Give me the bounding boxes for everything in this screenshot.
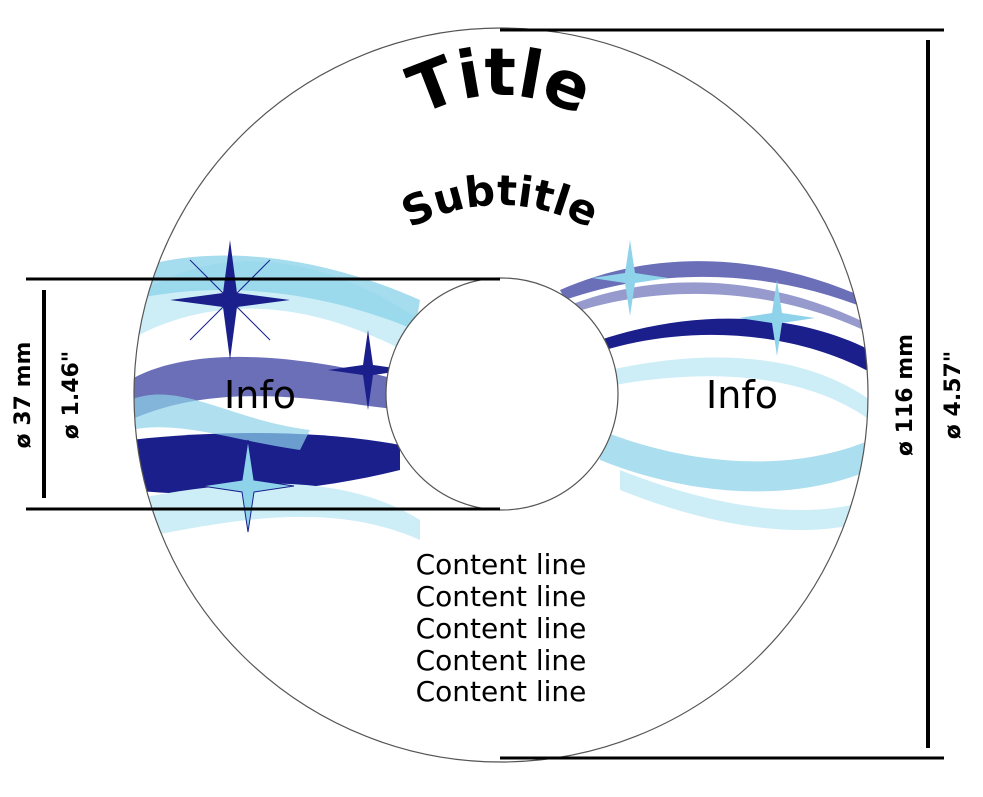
wave-right-navy [600,318,869,372]
disc-subtitle: Subtitle [394,166,606,238]
disc-outer-outline [133,27,869,763]
content-line: Content line [416,675,587,708]
content-line: Content line [416,612,587,645]
wave-left-pale-2 [134,483,420,540]
info-left: Info [224,373,296,417]
inner-dimension-guide [26,277,500,511]
disc-title-path: Title [398,34,603,130]
sparkle-icon [328,330,408,410]
wave-left-purple [134,356,400,420]
wave-right-purple-1 [560,261,869,310]
sparkle-icon [592,240,668,316]
content-line: Content line [416,644,587,677]
sparkle-icon [201,439,295,533]
sparkle-icon [170,240,290,360]
disc-title: Title [398,34,603,130]
outer-diameter-mm: ø 116 mm [893,334,918,456]
wave-left-sky-2 [134,394,310,450]
wave-right-pale-1 [610,357,869,420]
disc-subtitle-path: Subtitle [394,166,606,238]
inner-diameter-mm: ø 37 mm [11,342,36,449]
sparkle-icon [739,280,815,356]
inner-diameter-in: ø 1.46" [59,351,84,440]
disc-hole-outline [385,277,619,511]
content-lines: Content line Content line Content line C… [416,548,587,708]
content-line: Content line [416,580,587,613]
wave-right-purple-2 [570,282,869,333]
outer-dimension-guide [500,28,944,760]
wave-left-navy [134,433,400,494]
wave-artwork [134,240,869,540]
wave-right-sky-1 [600,430,869,492]
outer-diameter-in: ø 4.57" [941,351,966,440]
wave-left-sky-1 [134,255,420,330]
content-line: Content line [416,548,587,581]
info-right: Info [706,373,778,417]
wave-right-pale-2 [620,470,869,530]
